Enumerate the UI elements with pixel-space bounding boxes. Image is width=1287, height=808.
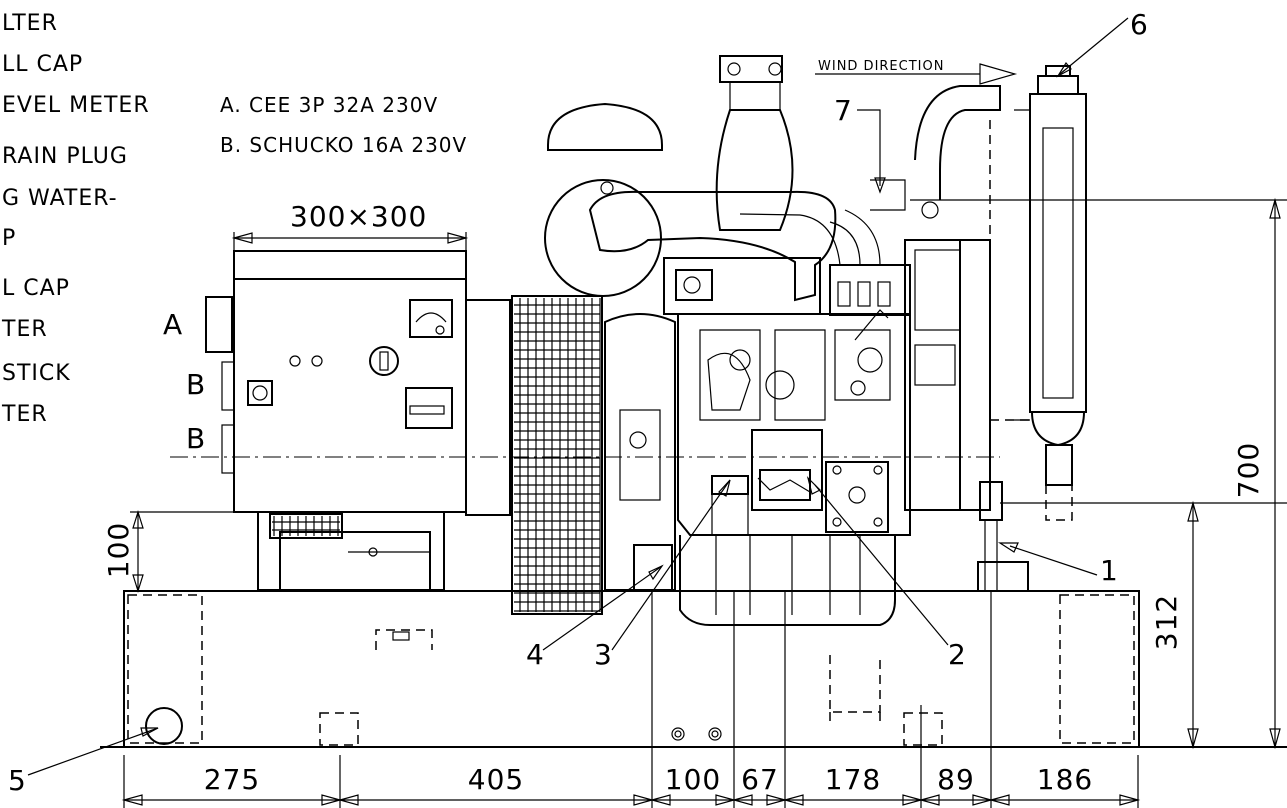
- socket-b-icon: [221, 361, 235, 411]
- callout-3: 3: [594, 479, 731, 671]
- radiator-core-icon: [1029, 93, 1087, 413]
- dim-700-label: 700: [1232, 442, 1265, 498]
- dim-bottom: 178: [825, 763, 881, 796]
- base-frame: [100, 590, 1287, 808]
- callout-label: 4: [526, 638, 544, 671]
- dim-bottom: 405: [468, 763, 524, 796]
- legend-item: STICK: [2, 361, 71, 386]
- wind-direction-arrow: WIND DIRECTION: [815, 59, 1018, 85]
- parts-legend: LTER LL CAP EVEL METER RAIN PLUG G WATER…: [1, 11, 150, 427]
- legend-item: LTER: [2, 11, 58, 36]
- callout-4: 4: [526, 564, 664, 671]
- dim-bottom: 67: [741, 763, 779, 796]
- indicator-lamp-icon: [311, 355, 323, 367]
- callout-label: 6: [1130, 8, 1148, 41]
- key-switch-icon: [369, 346, 399, 376]
- callout-label: 2: [948, 638, 966, 671]
- drain-plug-icon: [145, 707, 183, 745]
- dim-bottom: 100: [665, 763, 721, 796]
- indicator-lamp-icon: [289, 355, 301, 367]
- callout-label: 1: [1100, 554, 1118, 587]
- radiator: [960, 65, 1087, 592]
- legend-item: L CAP: [2, 276, 70, 301]
- bottom-dimensions: 275 405 100 67 178 89 186: [121, 755, 1141, 808]
- stop-button-icon: [247, 380, 273, 406]
- callout-label: 7: [834, 94, 852, 127]
- control-panel: 300×300 A B B: [163, 200, 1000, 513]
- dimension-100: 100: [102, 509, 258, 594]
- socket-letter-b: B: [186, 368, 206, 401]
- air-filter-icon: [544, 179, 662, 297]
- legend-item: TER: [1, 317, 48, 342]
- panel-dimension: 300×300: [290, 200, 427, 233]
- callout-2: 2: [806, 476, 966, 671]
- callout-label: 3: [594, 638, 612, 671]
- expansion-tank-icon: [715, 109, 794, 231]
- legend-item: RAIN PLUG: [2, 144, 128, 169]
- dim-bottom: 186: [1037, 763, 1093, 796]
- dimension-312: 312: [1000, 500, 1287, 750]
- dim-312-label: 312: [1150, 594, 1183, 650]
- socket-letter-a: A: [163, 308, 183, 341]
- callout-6: 6: [1056, 8, 1148, 78]
- legend-item: LL CAP: [2, 52, 83, 77]
- socket-a-icon: [205, 296, 233, 353]
- wind-direction-label: WIND DIRECTION: [818, 59, 944, 74]
- legend-item: P: [2, 226, 16, 251]
- hour-meter-icon: [405, 387, 453, 429]
- legend-item: G WATER-: [2, 186, 118, 211]
- legend-item: EVEL METER: [2, 93, 150, 118]
- legend-item: TER: [1, 402, 48, 427]
- callout-7: 7: [834, 94, 886, 194]
- socket-note-a: A. CEE 3P 32A 230V: [220, 93, 438, 117]
- callout-5: 5: [8, 727, 159, 797]
- callout-1: 1: [997, 542, 1118, 587]
- dim-100-label: 100: [102, 522, 135, 578]
- socket-note-b: B. SCHUCKO 16A 230V: [220, 133, 467, 157]
- dim-bottom: 275: [204, 763, 260, 796]
- dimension-700: 700: [910, 197, 1287, 750]
- engine-block: [544, 55, 1001, 626]
- fan-grille: [511, 295, 603, 615]
- socket-b-icon: [221, 424, 235, 474]
- dim-bottom: 89: [937, 763, 975, 796]
- callout-label: 5: [8, 764, 26, 797]
- alternator: [257, 299, 511, 591]
- voltmeter-icon: [409, 299, 453, 338]
- socket-letter-b: B: [186, 422, 206, 455]
